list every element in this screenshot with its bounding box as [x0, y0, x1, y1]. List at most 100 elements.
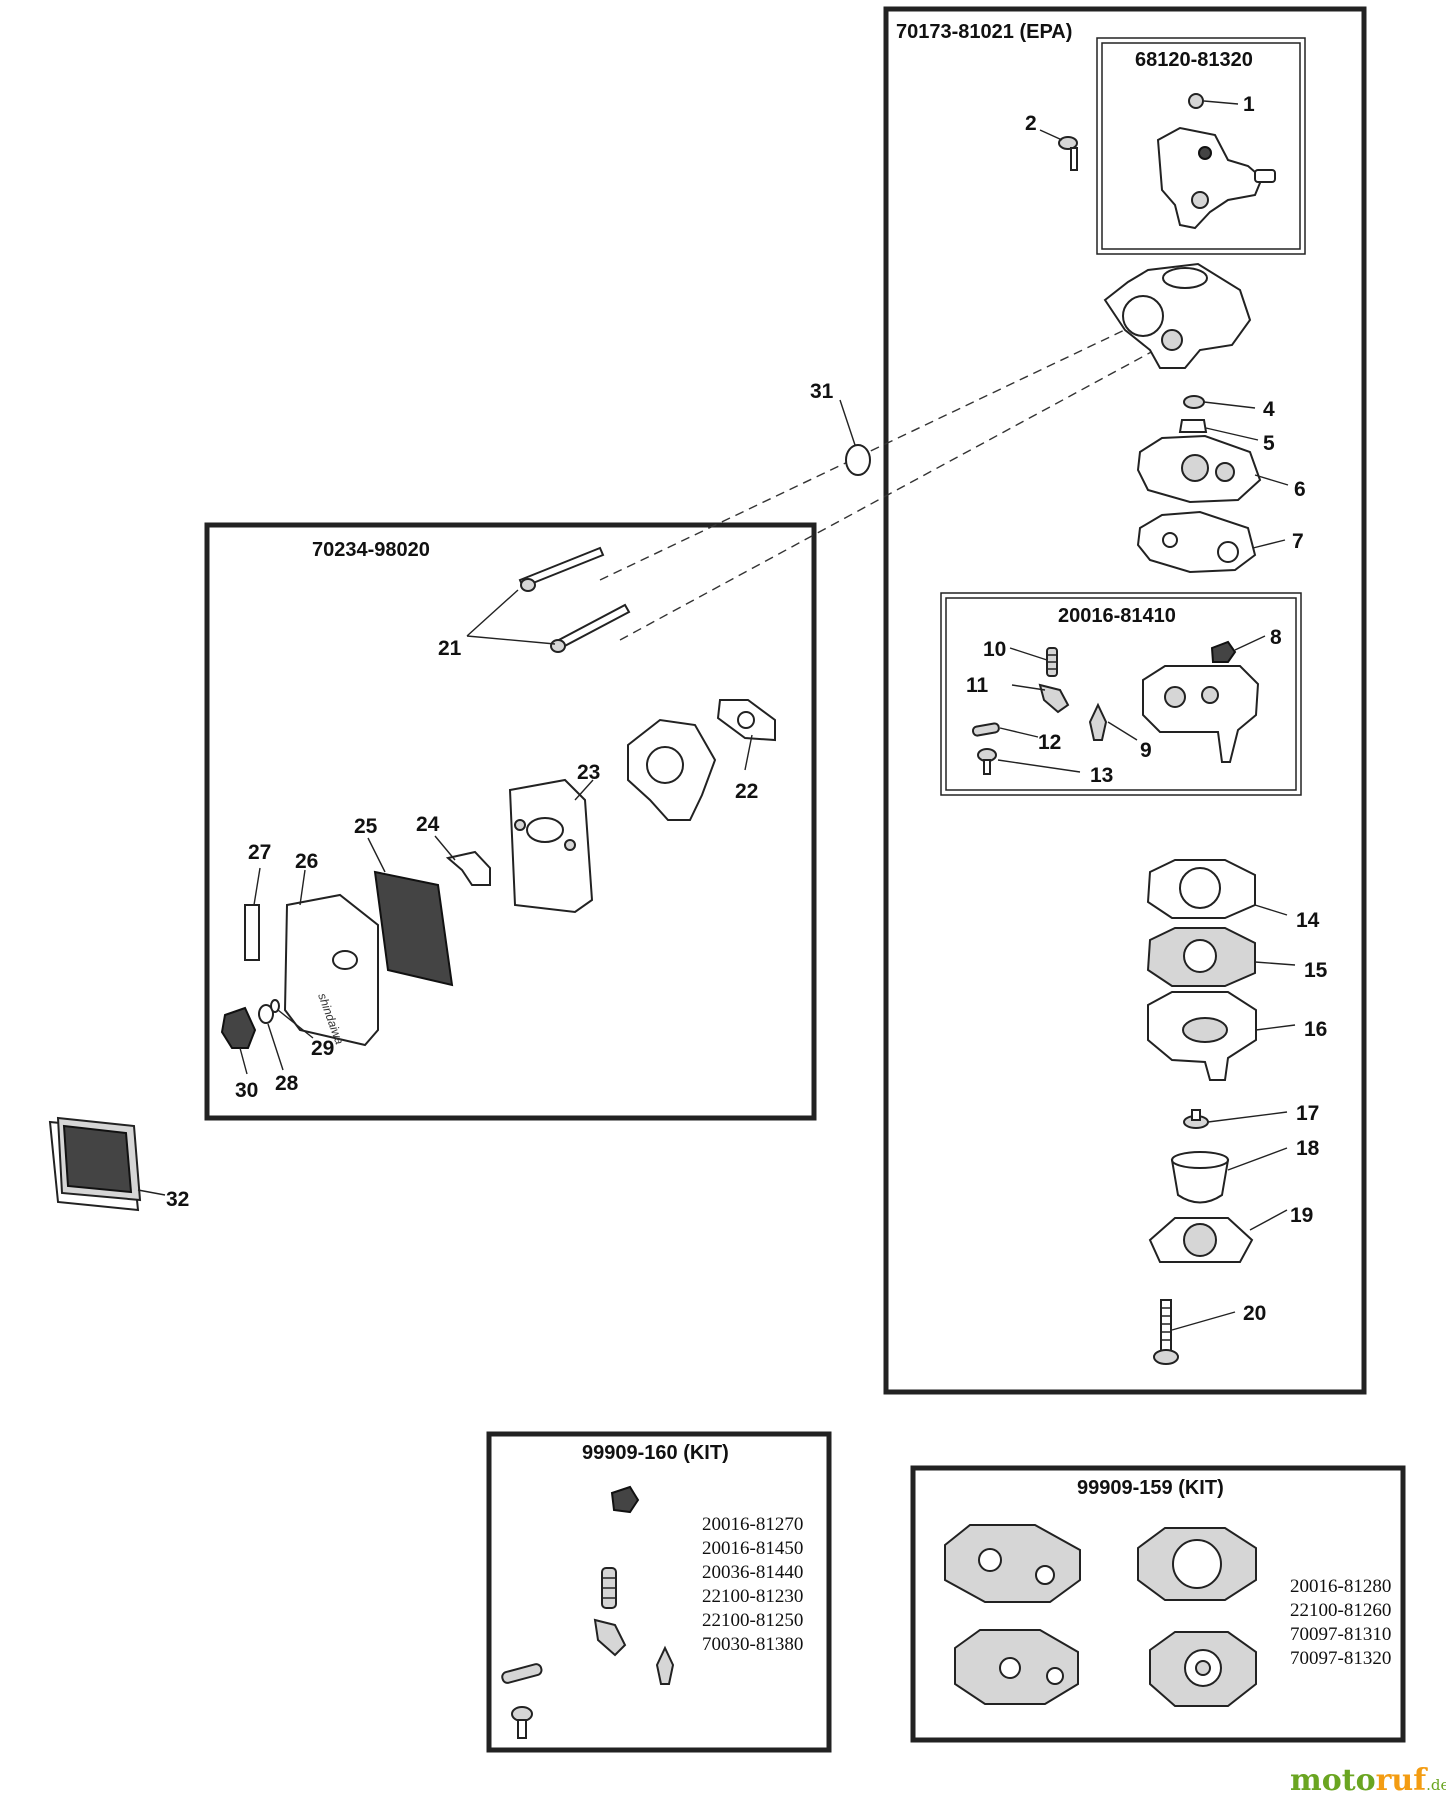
- throttle-body-part: [1156, 126, 1276, 230]
- part-25-filter-element: [373, 870, 454, 987]
- part-5-part: [1178, 419, 1208, 433]
- kit-159-part: 70097-81320: [1290, 1648, 1391, 1669]
- kit-160-part: 22100-81250: [702, 1610, 803, 1631]
- callout-27: 27: [248, 841, 271, 864]
- kit-159-box: 99909-159 (KIT): [910, 1465, 1406, 1743]
- callout-12: 12: [1038, 731, 1061, 754]
- part-9-needle: [1088, 702, 1108, 741]
- callouts: 1 2 4 5 6 7 8 9 10 11 12 13 14 15 16 17 …: [166, 93, 1328, 1325]
- pump-subassembly-box: 20016-81410: [940, 592, 1302, 796]
- part-32-filter-element: [48, 1116, 142, 1212]
- callout-10: 10: [983, 638, 1006, 661]
- part-1-ball: [1188, 93, 1204, 109]
- callout-11: 11: [966, 674, 989, 697]
- body-subassembly-box: 68120-81320: [1096, 37, 1306, 255]
- carburetor-assembly-label: 70173-81021 (EPA): [896, 21, 1072, 43]
- air-cleaner-assembly-box: 70234-98020: [204, 522, 817, 1121]
- callout-31: 31: [810, 380, 834, 403]
- part-24-bracket: [445, 850, 491, 886]
- part-2-screw: [1058, 136, 1078, 171]
- part-7-gasket: [1136, 510, 1257, 574]
- part-12-pin: [971, 722, 1000, 737]
- part-10-spring: [1046, 647, 1058, 677]
- part-17-valve: [1183, 1109, 1209, 1129]
- leader-lines: [137, 100, 1296, 1331]
- part-6-pump-cover: [1136, 434, 1262, 504]
- carburetor-reference-part: [627, 718, 717, 821]
- part-19-bulb-retainer: [1148, 1217, 1254, 1263]
- part-30-knob: [220, 1006, 257, 1049]
- part-21-bolts: [518, 546, 631, 653]
- kit-159-part: 70097-81310: [1290, 1624, 1391, 1645]
- callout-22: 22: [735, 780, 758, 803]
- callout-21: 21: [438, 637, 462, 660]
- part-31-o-ring: [845, 444, 871, 476]
- part-16-metering-cover: [1147, 991, 1257, 1081]
- part-15-diaphragm: [1146, 927, 1256, 987]
- part-22-gasket: [716, 699, 776, 742]
- callout-5: 5: [1263, 432, 1275, 455]
- part-23-back-plate: [508, 778, 594, 914]
- air-cleaner-assembly-label: 70234-98020: [312, 539, 430, 561]
- kit-160-box: 99909-160 (KIT): [486, 1431, 832, 1753]
- callout-8: 8: [1270, 626, 1282, 649]
- part-11-lever: [1038, 683, 1070, 714]
- callout-16: 16: [1304, 1018, 1327, 1041]
- kit-159-illustrations: [944, 1524, 1257, 1707]
- callout-7: 7: [1292, 530, 1304, 553]
- kit-160-illustrations: [501, 1485, 675, 1739]
- callout-26: 26: [295, 850, 318, 873]
- part-18-primer-bulb: [1170, 1151, 1230, 1204]
- watermark-name-b: ruf: [1376, 1763, 1429, 1798]
- callout-30: 30: [235, 1079, 258, 1102]
- callout-15: 15: [1304, 959, 1328, 982]
- kit-159-part: 20016-81280: [1290, 1576, 1391, 1597]
- part-20-screw: [1153, 1299, 1179, 1365]
- callout-20: 20: [1243, 1302, 1266, 1325]
- callout-6: 6: [1294, 478, 1306, 501]
- callout-32: 32: [166, 1188, 189, 1211]
- callout-25: 25: [354, 815, 378, 838]
- watermark-suffix: .de: [1426, 1776, 1446, 1794]
- callout-23: 23: [577, 761, 600, 784]
- carburetor-assembly-box: 70173-81021 (EPA): [883, 6, 1367, 1395]
- part-4-part: [1183, 395, 1205, 409]
- callout-2: 2: [1025, 112, 1037, 135]
- callout-13: 13: [1090, 764, 1113, 787]
- callout-18: 18: [1296, 1137, 1320, 1160]
- part-26-cover: shindaiwa: [283, 893, 379, 1046]
- callout-29: 29: [311, 1037, 334, 1060]
- part-14-gasket: [1146, 859, 1256, 919]
- carburetor-body-part: [1103, 262, 1252, 369]
- callout-9: 9: [1140, 739, 1152, 762]
- callout-14: 14: [1296, 909, 1320, 932]
- kit-160-part: 20036-81440: [702, 1562, 803, 1583]
- pump-subassembly-label: 20016-81410: [1058, 605, 1176, 627]
- callout-1: 1: [1243, 93, 1255, 116]
- part-29-washer: [270, 999, 280, 1013]
- callout-19: 19: [1290, 1204, 1313, 1227]
- callout-28: 28: [275, 1072, 299, 1095]
- pump-body-part: [1142, 665, 1260, 763]
- watermark-logo: motoruf.de: [1290, 1763, 1446, 1798]
- kit-160-title: 99909-160 (KIT): [582, 1442, 729, 1464]
- callout-4: 4: [1263, 398, 1275, 421]
- part-13-screw: [977, 748, 997, 775]
- part-28-washer: [258, 1004, 274, 1024]
- kit-159-title: 99909-159 (KIT): [1077, 1477, 1224, 1499]
- callout-17: 17: [1296, 1102, 1319, 1125]
- kit-159-part-list: 20016-81280 22100-81260 70097-81310 7009…: [1290, 1576, 1391, 1669]
- callout-24: 24: [416, 813, 440, 836]
- watermark-name-a: moto: [1290, 1763, 1376, 1798]
- svg-text:motoruf.de: motoruf.de: [1290, 1763, 1446, 1798]
- kit-160-part-list: 20016-81270 20016-81450 20036-81440 2210…: [702, 1514, 803, 1655]
- kit-160-part: 22100-81230: [702, 1586, 803, 1607]
- kit-160-part: 70030-81380: [702, 1634, 803, 1655]
- part-8-cap: [1210, 640, 1237, 663]
- kit-159-part: 22100-81260: [1290, 1600, 1391, 1621]
- kit-160-part: 20016-81450: [702, 1538, 803, 1559]
- body-subassembly-label: 68120-81320: [1135, 49, 1253, 71]
- part-27-label: [244, 904, 260, 961]
- kit-160-part: 20016-81270: [702, 1514, 803, 1535]
